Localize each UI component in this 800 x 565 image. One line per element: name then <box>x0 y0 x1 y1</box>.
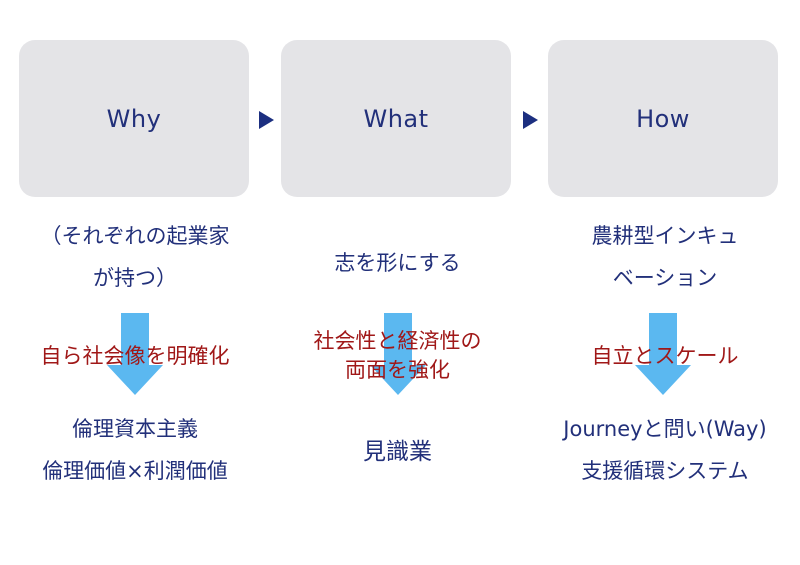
why-title: Why <box>106 104 162 133</box>
what-box: What <box>281 40 511 197</box>
how-middle-line: 自立とスケール <box>591 344 739 368</box>
down-arrow-icon <box>107 313 163 395</box>
how-top-line-1: 農耕型インキュ <box>591 224 739 248</box>
how-title: How <box>636 104 690 133</box>
how-bottom-line-1: Journeyと問い(Way) <box>563 417 767 441</box>
what-bottom-line: 見識業 <box>363 439 432 465</box>
down-arrow-icon <box>635 313 691 395</box>
what-top-line: 志を形にする <box>334 251 461 275</box>
what-column: 志を形にする 社会性と経済性の 両面を強化 見識業 <box>265 0 530 565</box>
right-triangle-icon <box>259 111 274 129</box>
right-triangle-icon <box>523 111 538 129</box>
how-box: How <box>548 40 778 197</box>
why-top-line-2: が持つ） <box>93 266 177 290</box>
how-bottom-line-2: 支援循環システム <box>581 459 749 483</box>
why-bottom-line-2: 倫理価値×利潤価値 <box>42 459 228 483</box>
why-top-line-1: （それぞれの起業家 <box>40 224 230 248</box>
why-middle-line: 自ら社会像を明確化 <box>40 344 230 368</box>
how-top-line-2: ベーション <box>612 266 718 290</box>
why-box: Why <box>19 40 249 197</box>
why-bottom-line-1: 倫理資本主義 <box>72 417 198 441</box>
what-middle-line-2: 両面を強化 <box>345 358 450 382</box>
down-arrow-icon <box>370 313 426 395</box>
what-title: What <box>363 104 429 133</box>
why-column: （それぞれの起業家 が持つ） 自ら社会像を明確化 倫理資本主義 倫理価値×利潤価… <box>0 0 270 565</box>
how-column: 農耕型インキュ ベーション 自立とスケール Journeyと問い(Way) 支援… <box>530 0 800 565</box>
what-middle-line-1: 社会性と経済性の <box>313 329 482 353</box>
